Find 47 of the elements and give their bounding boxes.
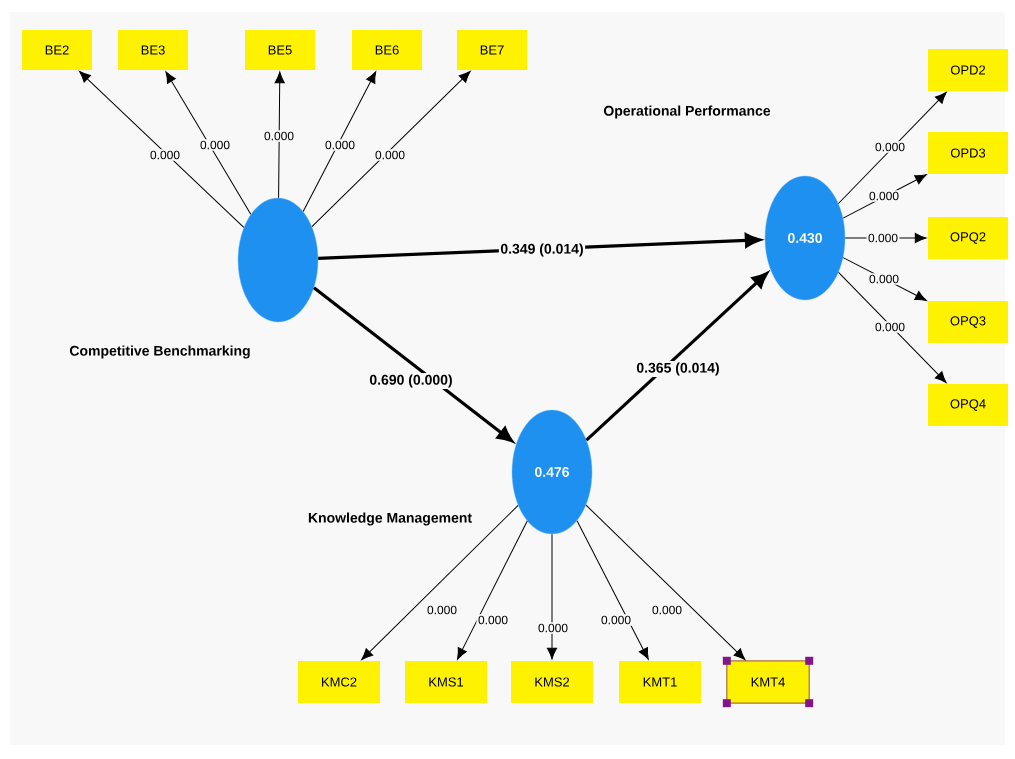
indicator-box: OPQ2 [928,217,1008,259]
arrow [842,174,927,219]
edge-label: 0.000 [198,139,232,151]
edge-label: 0.000 [867,273,901,285]
edge-label: 0.000 [873,321,907,333]
indicator-box: BE6 [352,30,422,70]
node-label: Operational Performance [603,105,771,119]
arrow [274,71,285,199]
arrow [302,71,377,212]
arrow [576,520,649,660]
arrow [837,92,947,204]
arrow [838,271,947,383]
indicator-box: KMT1 [619,661,701,703]
edge-label: 0.000 [873,141,907,153]
edge-label: 0.000 [476,614,510,626]
indicator-box: BE7 [457,30,527,70]
edge-label: 0.000 [650,604,684,616]
arrow [457,520,528,660]
arrow [585,272,768,442]
indicator-box: OPQ3 [928,301,1008,343]
indicator-box: OPD3 [928,132,1008,174]
edge-label: 0.000 [323,139,357,151]
indicator-box: OPQ4 [928,384,1008,426]
indicator-box: KMS1 [405,661,487,703]
edge-label: 0.000 [536,622,570,634]
edge-label: 0.000 [867,190,901,202]
indicator-box: KMT4 [722,656,814,708]
indicator-box: BE3 [118,30,188,70]
arrow [361,504,519,660]
arrow [79,70,245,228]
node-label: Competitive Benchmarking [69,345,250,359]
arrow [546,533,558,660]
indicator-box: BE2 [22,30,92,70]
arrow [585,504,746,660]
edge-label: 0.000 [373,149,407,161]
indicator-box: KMC2 [298,661,380,703]
edge-label: 0.000 [262,130,296,142]
indicator-box: KMS2 [511,661,593,703]
edge-label: 0.000 [599,614,633,626]
edge-label: 0.000 [425,604,459,616]
edge-label: 0.000 [866,232,900,244]
arrow [311,71,471,228]
indicator-box: OPD2 [928,49,1008,91]
indicator-box: BE5 [245,30,315,70]
edge-label: 0.000 [148,149,182,161]
node-label: Knowledge Management [308,512,472,526]
arrow [165,71,252,215]
